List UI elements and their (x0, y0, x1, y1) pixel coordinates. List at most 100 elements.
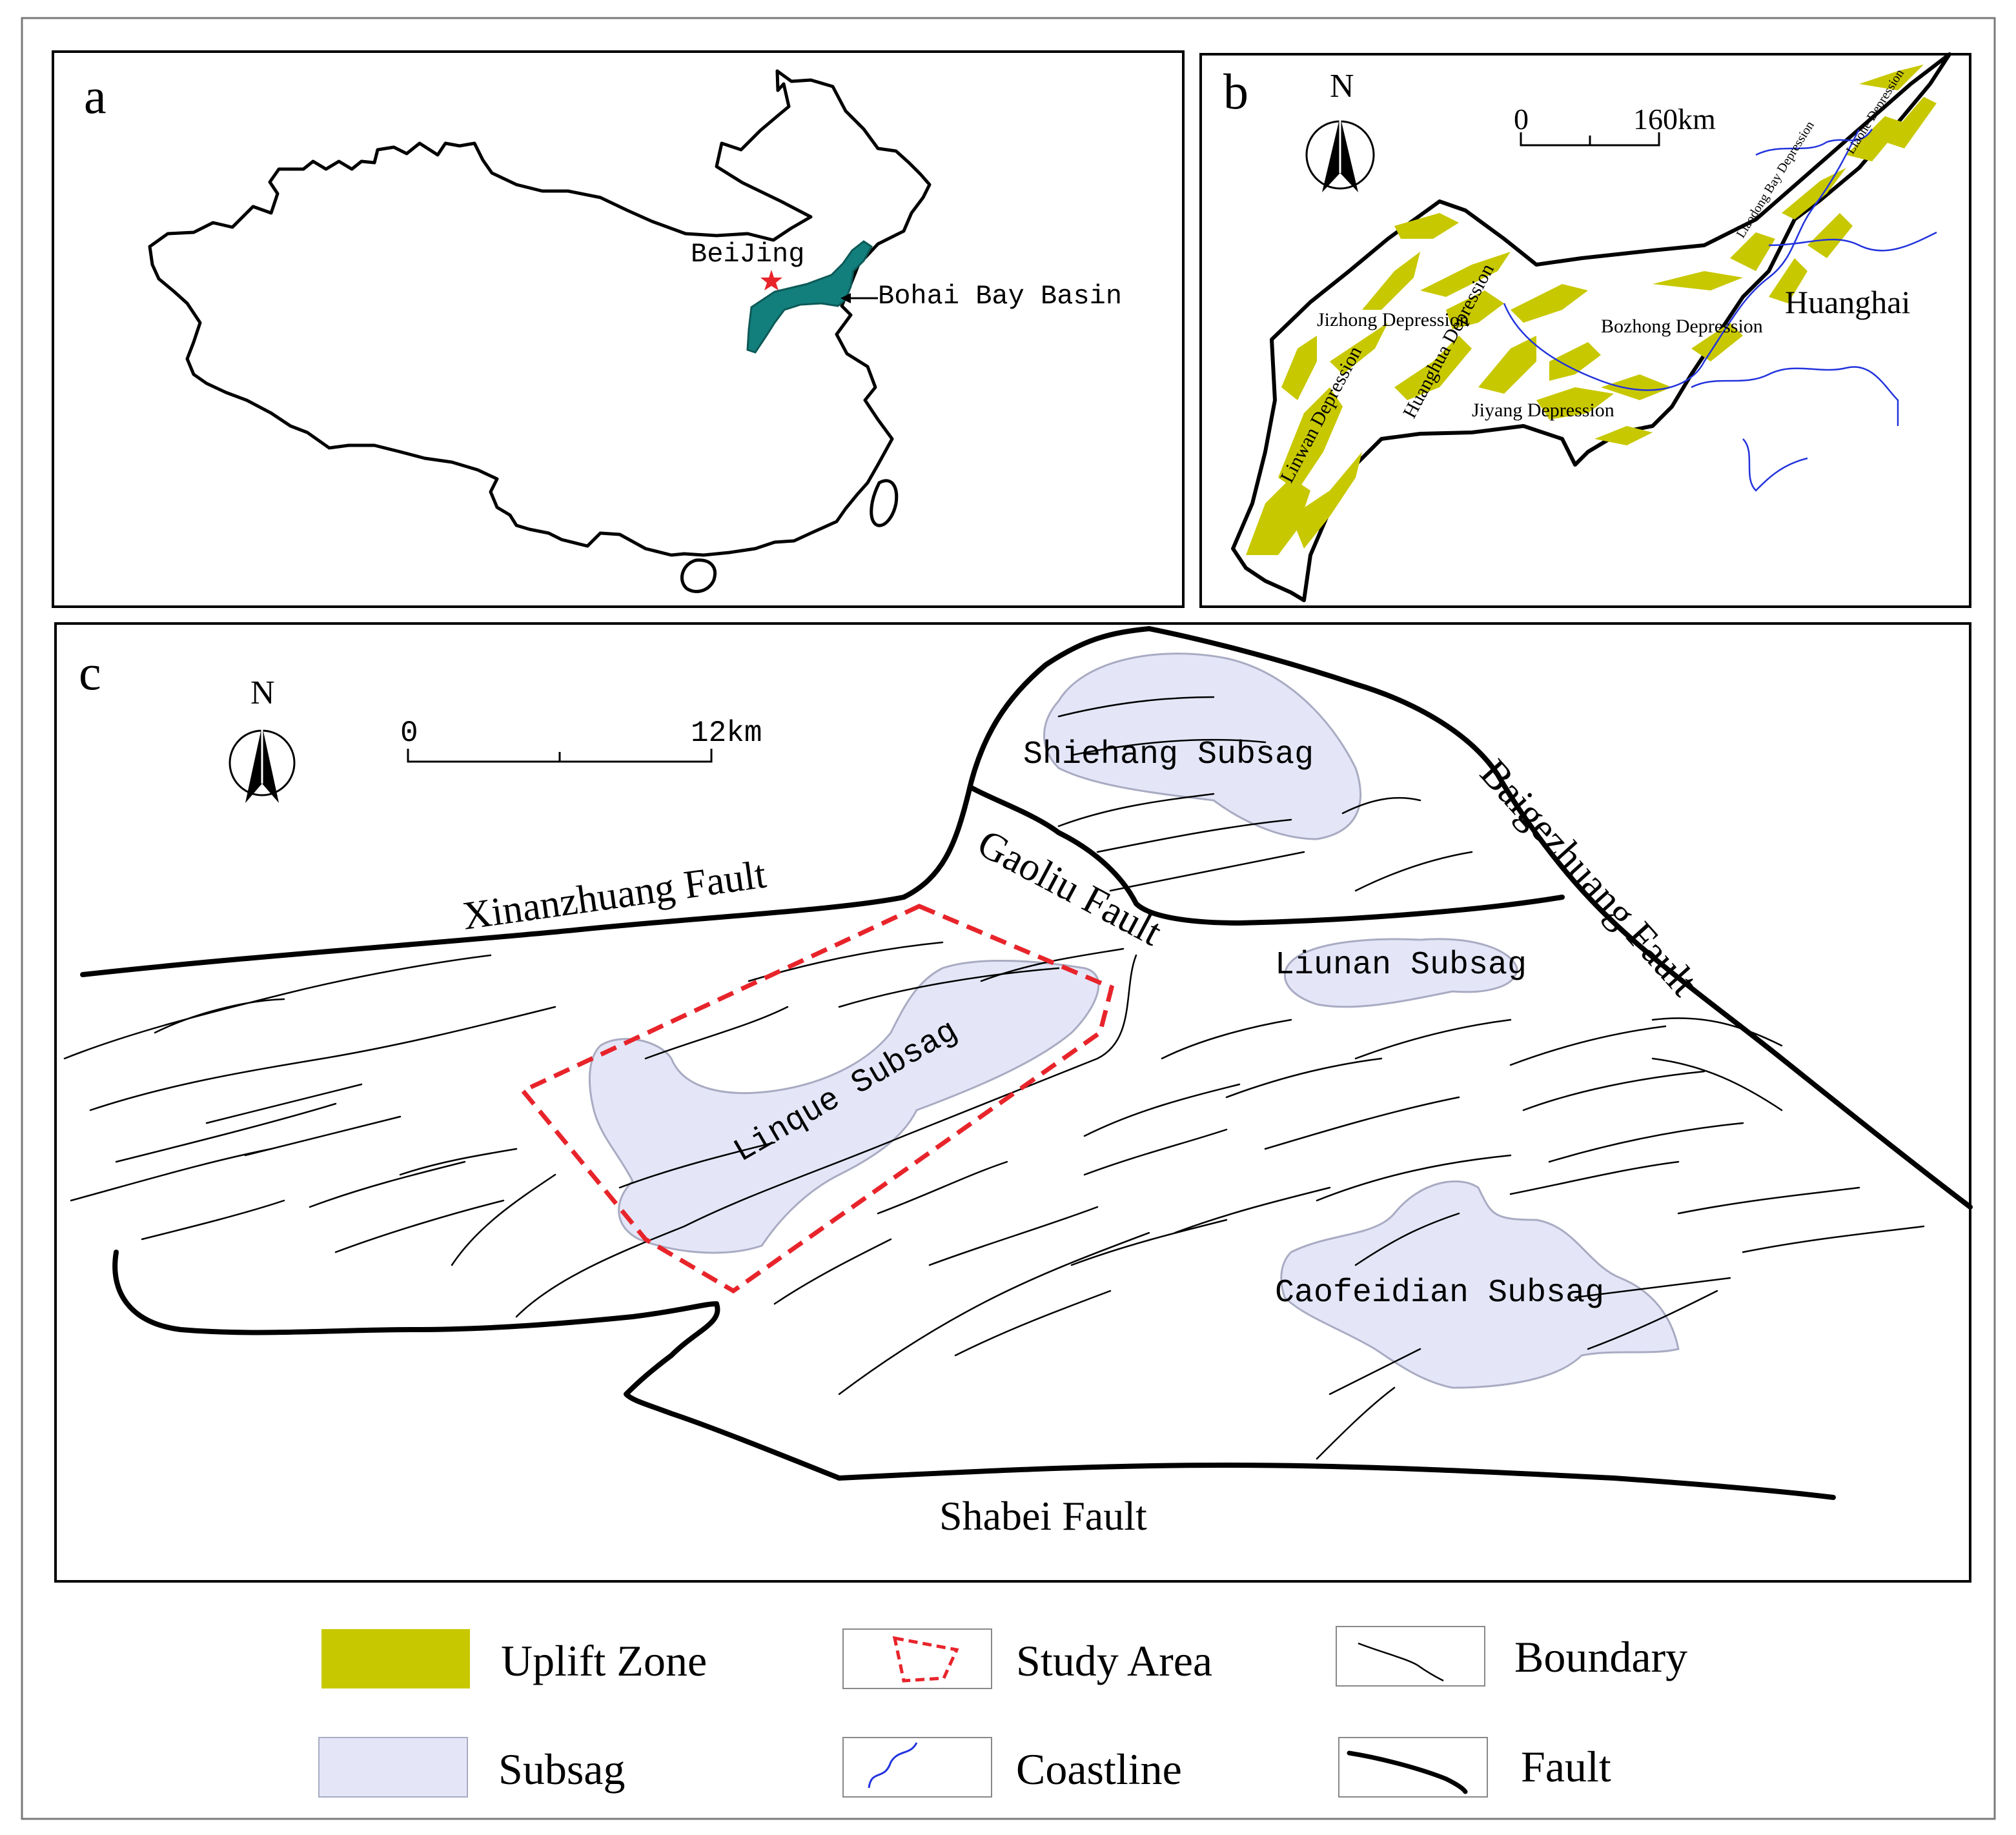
boundary-line (1264, 1096, 1460, 1150)
coastline (1768, 231, 1937, 252)
taiwan-outline (870, 479, 899, 527)
fault-legend-label: Fault (1521, 1742, 1611, 1791)
coastline (1503, 128, 1860, 391)
north-label-c: N (250, 674, 275, 711)
hainan-outline (680, 558, 717, 593)
boundary-line (1548, 1122, 1744, 1163)
scale-zero-b: 0 (1514, 103, 1529, 136)
panel-a-label: a (84, 68, 107, 124)
southwest-fault-line (112, 1250, 842, 1481)
boundary-line (399, 1148, 518, 1176)
uplift-zone (1394, 336, 1472, 400)
boundary-line (1677, 1186, 1860, 1215)
boundary-line (205, 1083, 363, 1124)
uplift-zone (1246, 478, 1310, 555)
beijing-star-icon (760, 270, 782, 290)
jiyang-depression-label: Jiyang Depression (1472, 400, 1614, 421)
legend-item-boundary: Boundary (1336, 1626, 1687, 1687)
panel-c: c N 0 12km (54, 622, 1973, 1583)
boundary-line (1354, 851, 1473, 892)
xinanzhuang-fault-line (80, 626, 1152, 977)
boundary-line (1057, 793, 1215, 827)
uplift-zone (1478, 336, 1536, 394)
uplift-zone (1362, 252, 1420, 310)
uplift-zone (1291, 452, 1362, 549)
boundary-line (1096, 818, 1292, 853)
legend-item-subsag: Subsag (318, 1737, 625, 1798)
subsags (589, 653, 1680, 1389)
boundary-line (334, 1199, 505, 1253)
boundary-line (773, 1238, 892, 1305)
boundary-line (1174, 1186, 1331, 1234)
bohai-basin-shape (746, 240, 873, 354)
bozhong-depression-label: Bozhong Depression (1601, 316, 1763, 337)
boundary-line (644, 1006, 789, 1060)
legend-item-uplift: Uplift Zone (321, 1629, 707, 1688)
boundary-line (141, 1199, 285, 1241)
shiehang-subsag-label: Shiehang Subsag (1023, 736, 1314, 773)
outer-frame (21, 17, 1996, 1820)
boundary-line (1574, 1277, 1731, 1299)
boundary-line (1057, 696, 1215, 718)
legend-item-fault: Fault (1338, 1737, 1611, 1798)
legend: Uplift Zone Subsag Study Area Coastline … (318, 1626, 1687, 1798)
shabei-fault-label: Shabei Fault (939, 1493, 1147, 1539)
uplift-zone (1594, 426, 1653, 445)
uplift-zone (1446, 290, 1504, 329)
boundary-line (1083, 1083, 1241, 1137)
panel-b-label: b (1223, 63, 1248, 119)
panel-b: b N 0 160km (1199, 52, 1971, 608)
boundary-line (1109, 851, 1305, 892)
boundary-swatch-box (1336, 1626, 1485, 1687)
boundary-legend-label: Boundary (1514, 1632, 1687, 1681)
study-area-outline (519, 904, 1115, 1294)
coastline (1691, 366, 1899, 426)
coastline-swatch (868, 1742, 918, 1789)
coastlines (1503, 128, 1937, 492)
coastline-legend-label: Coastline (1016, 1745, 1182, 1794)
north-label-b: N (1330, 68, 1354, 105)
uplift-zone (1536, 387, 1614, 420)
boundary-lines (63, 696, 1925, 1460)
liunan-subsag-shape (1284, 938, 1518, 1008)
bohai-basin-outline (1231, 52, 1951, 602)
boundary-line (63, 954, 492, 1060)
jizhong-depression-label: Jizhong Depression (1317, 309, 1469, 330)
boundary-line (928, 1206, 1099, 1266)
boundary-line (954, 1290, 1112, 1357)
boundary-line (1225, 1057, 1383, 1099)
uplift-zone (1769, 258, 1807, 303)
sea-label: Huanghai (1785, 284, 1910, 320)
legend-item-study-area: Study Area (842, 1628, 1212, 1689)
boundary-line (838, 1232, 1150, 1395)
boundary-line (1070, 738, 1267, 756)
uplift-zone (1859, 65, 1924, 90)
panel-a: a BeiJing Bohai Bay Basin (52, 50, 1185, 608)
boundary-line (1070, 1219, 1228, 1266)
baigezhuang-fault-line (1146, 626, 1973, 1210)
liunan-subsag-label: Liunan Subsag (1275, 947, 1527, 984)
boundary-line (1316, 1386, 1396, 1460)
boundary-line (309, 1161, 466, 1208)
uplift-zone (1885, 97, 1937, 148)
subsag-swatch (318, 1737, 468, 1798)
coastline (1742, 438, 1808, 492)
uplift-zone (1782, 168, 1846, 219)
boundary-line (1522, 1070, 1705, 1111)
boundary-line (515, 954, 1137, 1318)
boundary-line (154, 998, 285, 1034)
boundary-line (1354, 1212, 1460, 1266)
study-area-swatch (892, 1636, 959, 1683)
scale-zero-c: 0 (400, 716, 418, 750)
uplift-zone (1730, 232, 1775, 271)
uplift-zone (1807, 213, 1853, 258)
north-arrow-c: N (229, 674, 296, 803)
boundary-line (1316, 1154, 1512, 1202)
subsag-legend-label: Subsag (498, 1745, 625, 1794)
panel-c-label: c (79, 644, 101, 700)
boundary-line (89, 1006, 556, 1111)
linque-subsag-shape (589, 959, 1100, 1254)
boundary-line (1329, 1348, 1421, 1395)
coastline (1755, 128, 1873, 156)
